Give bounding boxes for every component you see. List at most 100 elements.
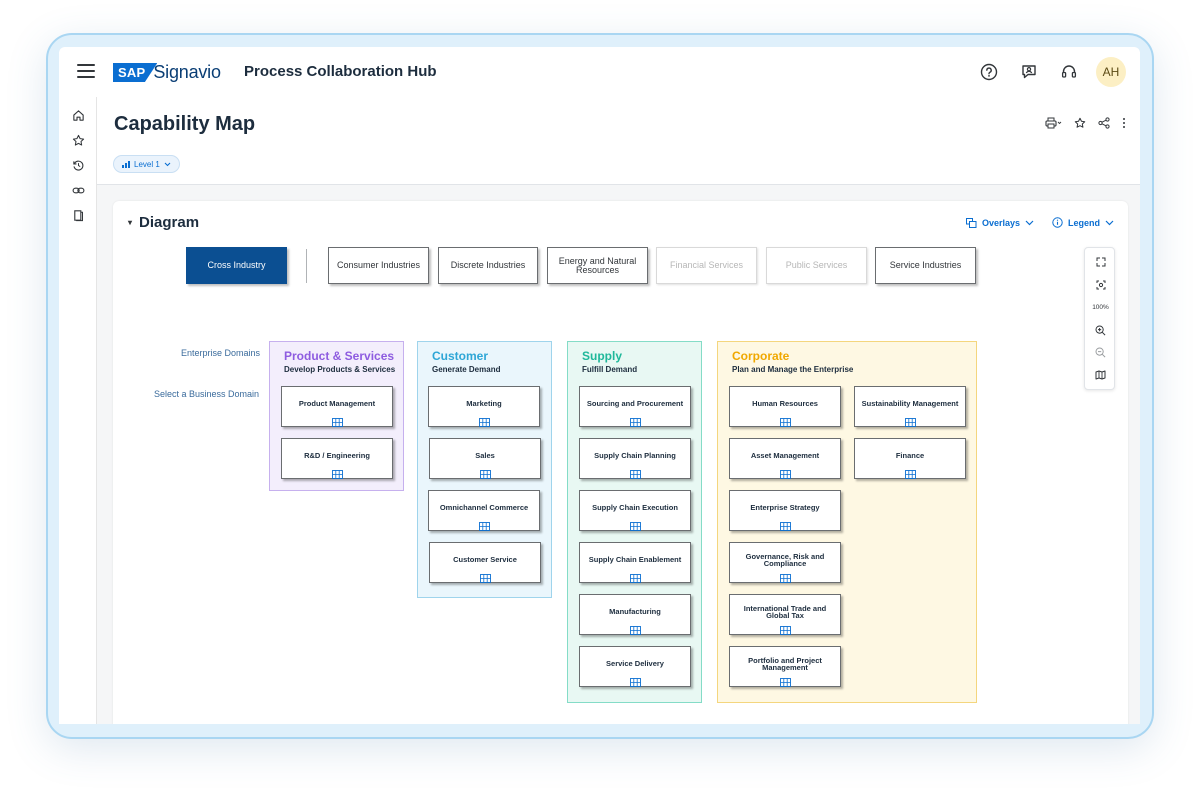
industry-tab-cross-industry[interactable]: Cross Industry [186, 247, 287, 284]
capability-box[interactable]: Finance [854, 438, 966, 479]
capability-grid-icon [629, 674, 641, 687]
minimap-icon[interactable] [1085, 367, 1116, 383]
capability-box[interactable]: International Trade and Global Tax [729, 594, 841, 635]
domain-name: Corporate [732, 349, 790, 363]
capability-label: International Trade and Global Tax [743, 603, 827, 620]
capability-grid-icon [478, 518, 490, 531]
capability-box[interactable]: Sales [429, 438, 541, 479]
capability-label: Product Management [298, 399, 376, 409]
sap-signavio-logo[interactable]: SAP Signavio [113, 62, 221, 83]
history-icon[interactable] [70, 157, 86, 173]
capability-box[interactable]: Supply Chain Planning [579, 438, 691, 479]
chevron-down-icon [1105, 220, 1114, 225]
star-icon[interactable] [70, 132, 86, 148]
domain-subtitle: Develop Products & Services [284, 365, 396, 374]
diagram-toolbar: Overlays Legend [965, 217, 1114, 228]
capability-label: Supply Chain Enablement [588, 555, 682, 565]
overlays-icon [965, 217, 977, 228]
help-icon[interactable] [976, 59, 1002, 85]
capability-grid-icon [779, 674, 791, 687]
fullscreen-icon[interactable] [1085, 254, 1116, 270]
app-screen: SAP Signavio Process Collaboration Hub A… [59, 47, 1140, 724]
capability-box[interactable]: Sourcing and Procurement [579, 386, 691, 427]
capability-grid-icon [779, 622, 791, 635]
share-icon[interactable] [1098, 117, 1110, 129]
app-title: Process Collaboration Hub [244, 63, 437, 80]
capability-box[interactable]: R&D / Engineering [281, 438, 393, 479]
capability-box[interactable]: Customer Service [429, 542, 541, 583]
capability-grid-icon [779, 414, 791, 427]
home-icon[interactable] [70, 107, 86, 123]
user-avatar[interactable]: AH [1096, 57, 1126, 87]
capability-label: Sourcing and Procurement [586, 399, 684, 409]
capability-box[interactable]: Product Management [281, 386, 393, 427]
industry-tab-service-industries[interactable]: Service Industries [875, 247, 976, 284]
favorite-star-icon[interactable] [1074, 117, 1086, 129]
industry-tabs-divider [306, 249, 307, 283]
industry-tab-financial-services[interactable]: Financial Services [656, 247, 757, 284]
link-icon[interactable] [70, 182, 86, 198]
hamburger-menu-icon[interactable] [77, 64, 95, 80]
book-icon[interactable] [70, 207, 86, 223]
diagram-title: Diagram [139, 214, 200, 231]
capability-box[interactable]: Service Delivery [579, 646, 691, 687]
capability-grid-icon [629, 414, 641, 427]
capability-box[interactable]: Supply Chain Enablement [579, 542, 691, 583]
capability-box[interactable]: Sustainability Management [854, 386, 966, 427]
capability-box[interactable]: Omnichannel Commerce [428, 490, 540, 531]
page-title: Capability Map [114, 113, 256, 135]
capability-grid-icon [629, 466, 641, 479]
support-headset-icon[interactable] [1056, 59, 1082, 85]
capability-label: Human Resources [752, 399, 818, 409]
overlays-label: Overlays [981, 217, 1020, 228]
capability-box[interactable]: Marketing [428, 386, 540, 427]
diagram-section-header: ▾ Diagram [128, 214, 199, 231]
industry-tab-energy-natural-resources[interactable]: Energy and Natural Resources [547, 247, 648, 284]
overlays-dropdown[interactable]: Overlays [965, 217, 1034, 228]
domain-subtitle: Fulfill Demand [582, 365, 638, 374]
feedback-icon[interactable] [1016, 59, 1042, 85]
capability-box[interactable]: Manufacturing [579, 594, 691, 635]
more-options-icon[interactable] [1122, 117, 1126, 129]
capability-box[interactable]: Human Resources [729, 386, 841, 427]
capability-label: Sales [475, 451, 495, 461]
domain-subtitle: Plan and Manage the Enterprise [732, 365, 854, 374]
level-selector[interactable]: Level 1 [113, 155, 180, 173]
print-icon[interactable] [1045, 117, 1062, 129]
domain-name: Supply [582, 349, 623, 363]
fit-to-screen-icon[interactable] [1085, 277, 1116, 293]
capability-label: R&D / Engineering [304, 451, 370, 461]
signavio-logo-text: Signavio [153, 62, 221, 82]
info-icon [1052, 217, 1063, 228]
industry-tab-consumer-industries[interactable]: Consumer Industries [328, 247, 429, 284]
capability-grid-icon [629, 622, 641, 635]
zoom-level: 100% [1092, 303, 1109, 311]
level-label: Level 1 [134, 159, 160, 169]
diagram-card: ▾ Diagram Overlays Legend Cross Industry… [113, 201, 1128, 724]
capability-box[interactable]: Enterprise Strategy [729, 490, 841, 531]
zoom-out-icon[interactable] [1085, 344, 1116, 360]
capability-grid-icon [904, 414, 916, 427]
zoom-in-icon[interactable] [1085, 322, 1116, 338]
sap-logo-badge: SAP [113, 63, 158, 82]
capability-label: Sustainability Management [861, 399, 959, 409]
capability-label: Asset Management [750, 451, 820, 461]
capability-label: Supply Chain Execution [592, 503, 678, 513]
capability-box[interactable]: Asset Management [729, 438, 841, 479]
enterprise-domains-label: Enterprise Domains [180, 348, 260, 358]
capability-box[interactable]: Portfolio and Project Management [729, 646, 841, 687]
legend-dropdown[interactable]: Legend [1052, 217, 1114, 228]
chevron-down-icon [164, 162, 171, 166]
capability-label: Omnichannel Commerce [439, 503, 529, 513]
industry-tab-discrete-industries[interactable]: Discrete Industries [438, 247, 538, 284]
capability-box[interactable]: Governance, Risk and Compliance [729, 542, 841, 583]
page-header: Capability Map Level 1 [97, 97, 1140, 185]
domain-name: Product & Services [284, 349, 395, 363]
shell-bar: SAP Signavio Process Collaboration Hub A… [59, 47, 1140, 97]
level-bars-icon [122, 160, 130, 168]
select-business-domain-label: Select a Business Domain [153, 389, 259, 399]
collapse-caret-icon[interactable]: ▾ [128, 218, 133, 227]
industry-tab-public-services[interactable]: Public Services [766, 247, 867, 284]
zoom-toolbar: 100% [1084, 247, 1115, 390]
capability-box[interactable]: Supply Chain Execution [579, 490, 691, 531]
